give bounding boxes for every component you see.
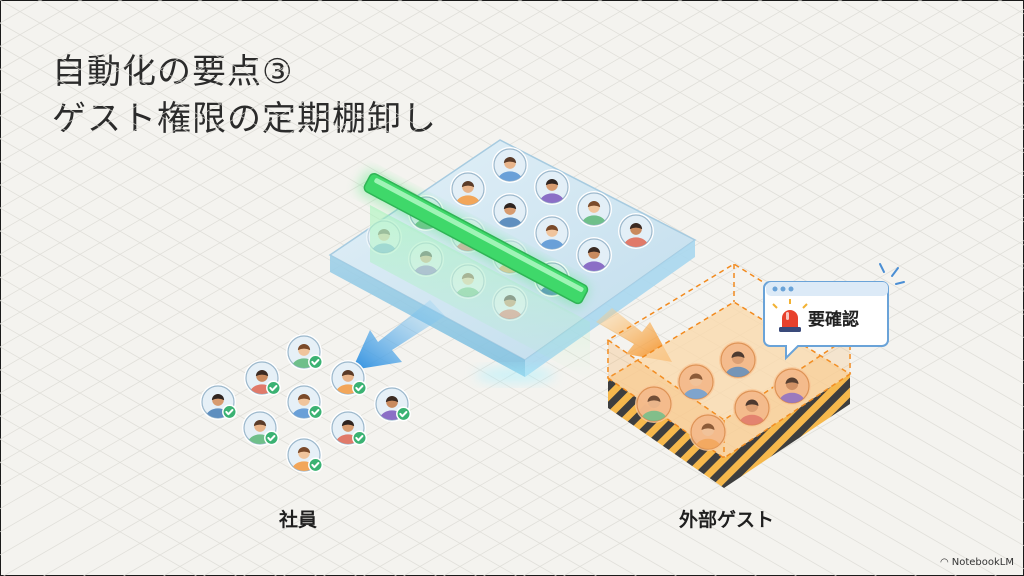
employee-avatar-icon	[244, 360, 281, 396]
user-avatar-icon	[618, 213, 654, 249]
employee-flow-arrow	[352, 300, 445, 370]
employee-avatar-icon	[200, 384, 237, 420]
employee-avatar-icon	[330, 360, 367, 396]
notebooklm-logo-icon: ◠	[940, 557, 949, 568]
user-avatar-icon	[576, 191, 612, 227]
user-avatar-icon	[534, 169, 570, 205]
employee-avatar-icon	[286, 334, 323, 370]
user-avatar-icon	[450, 171, 486, 207]
alert-window	[763, 263, 905, 361]
slide-title-line2: ゲスト権限の定期棚卸し	[52, 99, 437, 139]
guest-user-group	[635, 341, 811, 451]
employee-avatar-icon	[242, 410, 279, 446]
external-guests-label: 外部ゲスト	[679, 509, 775, 531]
employee-avatar-icon	[374, 386, 411, 422]
user-avatar-icon	[492, 147, 528, 183]
brand-watermark: ◠ NotebookLM	[940, 557, 1014, 568]
siren-icon	[772, 299, 808, 332]
alert-label: 要確認	[808, 310, 859, 330]
guest-avatar-icon	[719, 341, 757, 379]
brand-name: NotebookLM	[951, 557, 1014, 568]
employee-avatar-icon	[286, 437, 323, 473]
user-avatar-icon	[576, 237, 612, 273]
employee-avatar-icon	[330, 410, 367, 446]
guest-avatar-icon	[677, 363, 715, 401]
guest-avatar-icon	[773, 367, 811, 405]
employees-label: 社員	[279, 509, 318, 531]
guest-avatar-icon	[733, 389, 771, 427]
guest-avatar-icon	[635, 385, 673, 423]
scanner-bar	[357, 170, 590, 380]
employee-avatar-icon	[286, 384, 323, 420]
alert-spark-lines	[879, 263, 905, 285]
guest-flow-arrow	[596, 308, 672, 362]
guest-avatar-icon	[689, 413, 727, 451]
user-avatar-icon	[534, 215, 570, 251]
user-avatar-icon	[492, 193, 528, 229]
employee-user-group	[200, 334, 411, 473]
